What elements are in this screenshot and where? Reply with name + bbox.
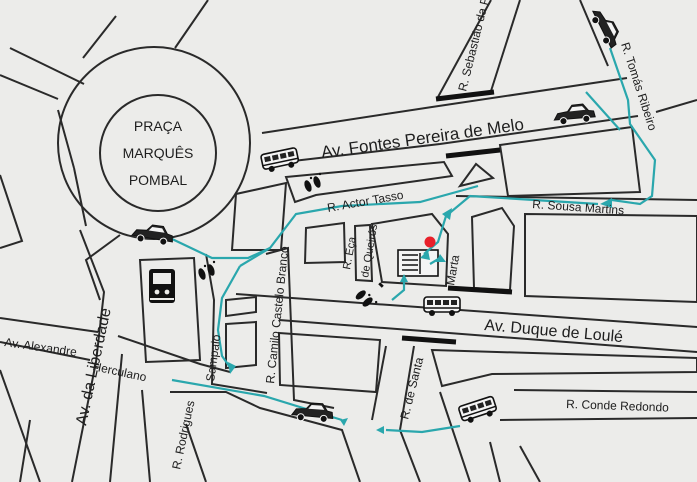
block	[277, 331, 382, 394]
route-arrow	[436, 254, 446, 262]
route-arrow	[400, 274, 408, 282]
fontes-pereira-edge	[266, 115, 639, 165]
route-arrow	[420, 250, 430, 260]
block	[225, 320, 257, 370]
duque-loule-edge	[278, 319, 697, 353]
route-line	[391, 282, 406, 301]
route-line	[608, 47, 657, 206]
street-edge	[519, 445, 541, 482]
street-edge	[499, 417, 697, 421]
metro-train-icon	[149, 269, 175, 303]
route-arrow	[442, 208, 452, 220]
street-edge	[170, 391, 361, 482]
street-label-marta: Marta	[443, 254, 462, 287]
block	[524, 212, 697, 304]
sebastiao-edge	[437, 0, 492, 98]
street-label-conde-redondo: R. Conde Redondo	[566, 397, 669, 415]
route-arrow	[228, 362, 236, 374]
street-edge	[513, 389, 697, 393]
street-edge	[57, 109, 75, 169]
tomas-ribeiro-edge	[655, 99, 697, 113]
street-edge	[109, 353, 123, 482]
block	[430, 348, 697, 388]
route-line	[385, 424, 461, 434]
route-arrow	[340, 418, 348, 426]
sebastiao-edge	[490, 0, 521, 92]
street-edge	[489, 441, 501, 482]
street-edge	[19, 419, 31, 482]
street-edge	[141, 389, 151, 482]
block	[230, 181, 288, 251]
traffic-island	[457, 162, 496, 188]
barrier-bar	[401, 335, 457, 345]
street-edge	[0, 369, 41, 482]
block	[353, 223, 374, 283]
street-edge	[0, 174, 24, 249]
barrier-bar	[447, 285, 513, 295]
street-edge	[84, 234, 121, 301]
barrier-bar	[445, 147, 501, 159]
block	[284, 160, 454, 204]
street-edge	[71, 229, 106, 482]
block	[498, 125, 642, 198]
route-line	[585, 91, 621, 131]
street-edge	[82, 15, 117, 59]
route-arrow	[376, 426, 384, 434]
street-label-eca: R. Eça	[341, 235, 359, 270]
square-label-line2: MARQUÊS	[123, 145, 194, 161]
street-edge	[185, 423, 207, 482]
route-line	[216, 265, 241, 371]
duque-loule-edge	[235, 293, 697, 328]
praca-marques-pombal	[99, 94, 217, 212]
street-edge	[371, 345, 387, 421]
block	[470, 206, 516, 292]
block	[225, 295, 257, 318]
barrier-bar	[435, 89, 495, 102]
street-edge	[9, 47, 85, 85]
fontes-pereira-edge	[261, 77, 628, 134]
street-edge	[0, 74, 59, 100]
square-label-line3: POMBAL	[129, 172, 188, 188]
street-edge	[0, 317, 99, 333]
route-line	[169, 237, 271, 260]
street-label-sousa-martins: R. Sousa Martins	[532, 197, 625, 217]
street-edge	[73, 167, 87, 227]
street-edge	[0, 341, 91, 361]
street-edge	[174, 0, 209, 49]
street-label-sampaio: Sampaio	[203, 333, 224, 382]
square-label-line1: PRAÇA	[134, 118, 183, 134]
route-arrow	[600, 198, 612, 208]
street-edge	[439, 391, 471, 482]
tomas-ribeiro-edge	[579, 0, 609, 67]
street-edge	[205, 253, 268, 394]
street-edge	[117, 335, 231, 373]
destination-dot-icon[interactable]	[424, 236, 436, 248]
barrier-bar	[378, 282, 384, 288]
block	[303, 221, 347, 265]
